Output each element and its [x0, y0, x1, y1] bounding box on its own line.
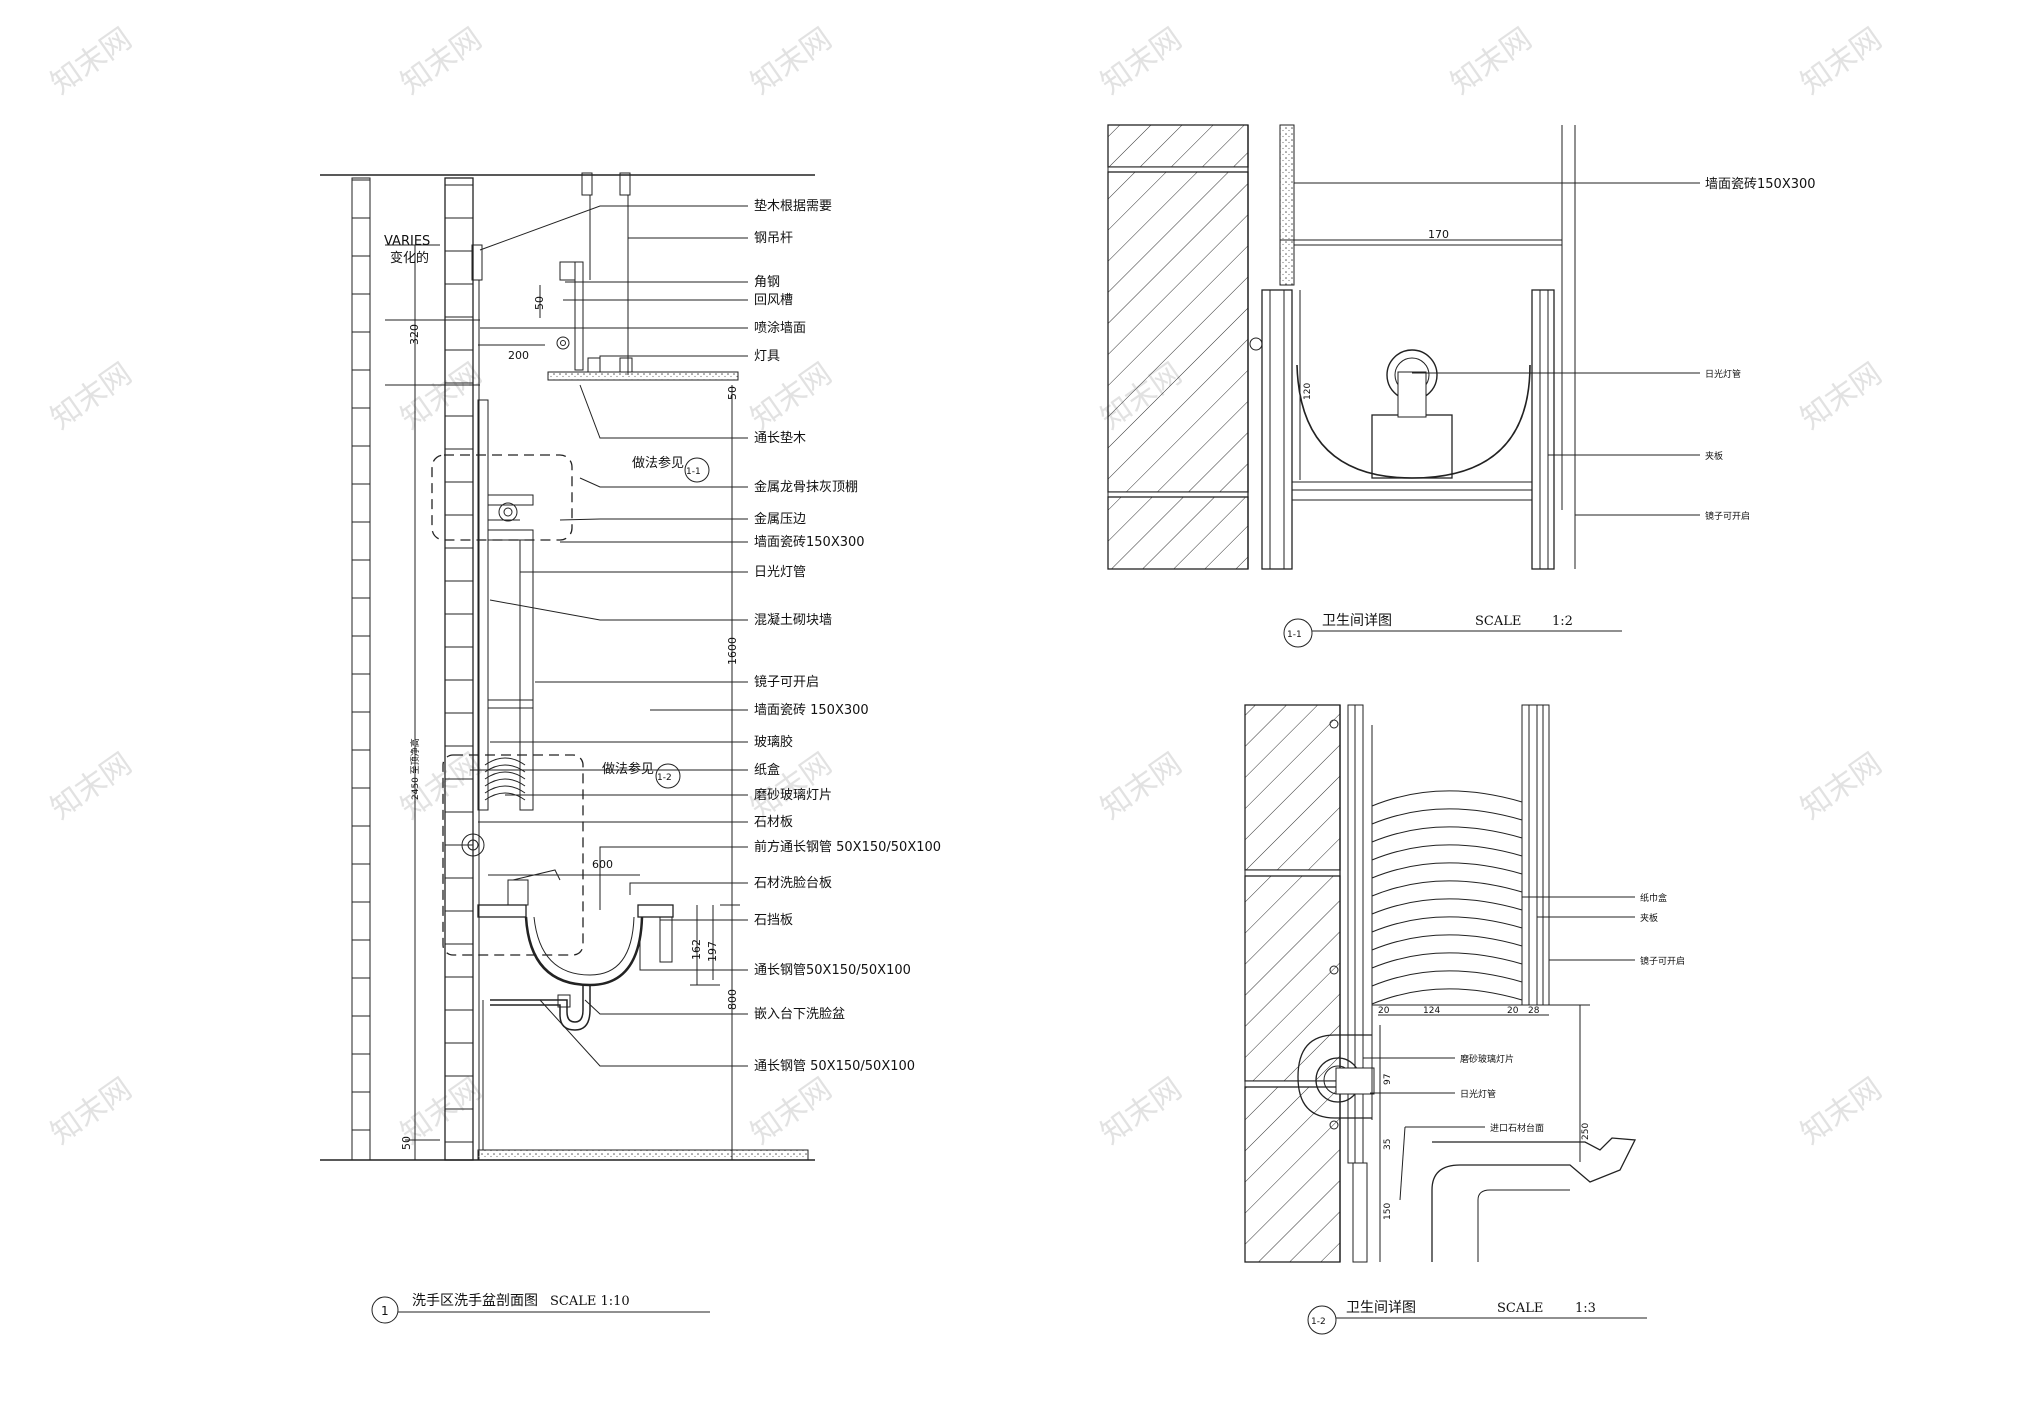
- watermark-11: 知末网: [1795, 356, 1889, 436]
- d12-dim-124: 124: [1423, 1006, 1440, 1016]
- d12-dim-250: 250: [1581, 1123, 1591, 1140]
- watermark-16: 知末网: [1795, 746, 1889, 826]
- varies-label-cn: 变化的: [390, 250, 429, 266]
- main-callout-2: 钢吊杆: [754, 231, 793, 246]
- watermark-9: 知末网: [745, 356, 839, 436]
- d12-marker: 1-2: [1311, 1317, 1326, 1327]
- d12-callout-tube: 日光灯管: [1460, 1088, 1496, 1100]
- dim-600: 600: [592, 858, 613, 871]
- main-callout-15: 玻璃胶: [754, 734, 793, 750]
- d12-callout-mirror: 镜子可开启: [1640, 955, 1685, 967]
- d11-callout-mirror: 镜子可开启: [1705, 510, 1750, 522]
- d12-callout-glass: 磨砂玻璃灯片: [1460, 1053, 1514, 1065]
- d11-dim-170: 170: [1428, 228, 1449, 241]
- d12-dim-150: 150: [1383, 1203, 1393, 1220]
- d11-title-block: 1-1 卫生间详图 SCALE 1:2: [1283, 613, 1622, 648]
- watermark-20: 知末网: [1095, 1071, 1189, 1151]
- main-callout-18: 石材板: [754, 815, 793, 830]
- d11-callout-tube: 日光灯管: [1705, 368, 1741, 380]
- dim-197: 197: [706, 941, 719, 962]
- main-title: 洗手区洗手盆剖面图: [412, 1293, 538, 1309]
- d11-ratio: 1:2: [1552, 614, 1573, 629]
- main-callout-6: 灯具: [754, 349, 780, 364]
- main-callout-14: 墙面瓷砖 150X300: [754, 703, 869, 718]
- dim-162: 162: [690, 939, 703, 960]
- d11-callout-board: 夹板: [1705, 450, 1723, 462]
- main-callout-7: 通长垫木: [754, 430, 806, 446]
- d11-title: 卫生间详图: [1322, 613, 1392, 629]
- watermark-1: 知末网: [45, 21, 139, 101]
- ref-label-1: 做法参见: [632, 455, 684, 471]
- main-callout-10: 墙面瓷砖150X300: [754, 535, 865, 550]
- d12-title: 卫生间详图: [1346, 1300, 1416, 1316]
- main-callout-13: 镜子可开启: [754, 675, 819, 690]
- main-callout-20: 石材洗脸台板: [754, 876, 832, 891]
- d12-scale: SCALE: [1497, 1301, 1543, 1316]
- d12-dim-28: 28: [1528, 1006, 1540, 1016]
- watermark-13: 知末网: [395, 746, 489, 826]
- ref-label-2: 做法参见: [602, 761, 654, 777]
- dim-1600: 1600: [726, 637, 739, 665]
- d12-callout-stone: 进口石材台面: [1490, 1122, 1544, 1134]
- main-callout-11: 日光灯管: [754, 565, 806, 580]
- dim-50-c: 50: [400, 1136, 413, 1150]
- watermark-4: 知末网: [1095, 21, 1189, 101]
- watermark-6: 知末网: [1795, 21, 1889, 101]
- d11-dim-120: 120: [1303, 383, 1313, 400]
- main-scale: SCALE 1:10: [550, 1294, 630, 1309]
- left-wall-tiles: [352, 179, 370, 1131]
- d12-dim-20a: 20: [1378, 1006, 1390, 1016]
- dim-800: 800: [726, 989, 739, 1010]
- main-callout-23: 嵌入台下洗脸盆: [754, 1007, 845, 1022]
- main-marker: 1: [381, 1304, 389, 1318]
- detail-1-1-drawing: [1107, 124, 1700, 570]
- d11-marker: 1-1: [1287, 630, 1302, 640]
- d11-callout-tile: 墙面瓷砖150X300: [1705, 177, 1816, 192]
- dim-50-a: 50: [533, 296, 546, 310]
- watermark-17: 知末网: [45, 1071, 139, 1151]
- watermark-12: 知末网: [45, 746, 139, 826]
- ref-marker-1: 1-1: [686, 467, 701, 477]
- watermark-7: 知末网: [45, 356, 139, 436]
- main-callout-22: 通长钢管50X150/50X100: [754, 963, 911, 978]
- d12-callout-tissue: 纸巾盒: [1640, 892, 1667, 904]
- watermark-layer: 知末网知末网知末网知末网知末网知末网知末网知末网知末网知末网知末网知末网知末网知…: [45, 21, 1889, 1151]
- watermark-8: 知末网: [395, 356, 489, 436]
- ref-marker-2: 1-2: [657, 773, 672, 783]
- main-callout-16: 纸盒: [754, 762, 780, 778]
- dim-50-b: 50: [726, 386, 739, 400]
- main-callout-17: 磨砂玻璃灯片: [754, 788, 832, 803]
- main-callout-5: 喷涂墙面: [754, 320, 806, 336]
- main-title-block: 1 洗手区洗手盆剖面图 SCALE 1:10: [371, 1293, 710, 1324]
- watermark-15: 知末网: [1095, 746, 1189, 826]
- main-callout-21: 石挡板: [754, 913, 793, 928]
- watermark-21: 知末网: [1795, 1071, 1889, 1151]
- dim-200: 200: [508, 349, 529, 362]
- detail-1-2-drawing: [1244, 704, 1637, 1263]
- watermark-5: 知末网: [1445, 21, 1539, 101]
- d12-ratio: 1:3: [1575, 1301, 1596, 1316]
- main-callout-19: 前方通长钢管 50X150/50X100: [754, 839, 941, 855]
- main-callout-1: 垫木根据需要: [754, 198, 832, 214]
- main-callout-12: 混凝土砌块墙: [754, 612, 832, 628]
- watermark-2: 知末网: [395, 21, 489, 101]
- d12-dim-97: 97: [1383, 1074, 1393, 1085]
- d12-title-block: 1-2 卫生间详图 SCALE 1:3: [1307, 1300, 1647, 1335]
- watermark-19: 知末网: [745, 1071, 839, 1151]
- main-callout-4: 回风槽: [754, 293, 793, 308]
- main-callout-24: 通长钢管 50X150/50X100: [754, 1059, 915, 1074]
- dim-2450: 2450 至顶净高: [409, 738, 421, 800]
- d12-dim-20b: 20: [1507, 1006, 1519, 1016]
- varies-label: VARIES: [384, 234, 430, 249]
- d12-dim-35: 35: [1383, 1139, 1393, 1150]
- main-callout-3: 角钢: [754, 275, 780, 290]
- watermark-3: 知末网: [745, 21, 839, 101]
- d11-scale: SCALE: [1475, 614, 1521, 629]
- d12-callout-board: 夹板: [1640, 912, 1658, 924]
- main-section-drawing: [320, 172, 815, 1161]
- dim-320: 320: [408, 324, 421, 345]
- main-callout-9: 金属压边: [754, 511, 806, 527]
- main-callout-8: 金属龙骨抹灰顶棚: [754, 479, 858, 495]
